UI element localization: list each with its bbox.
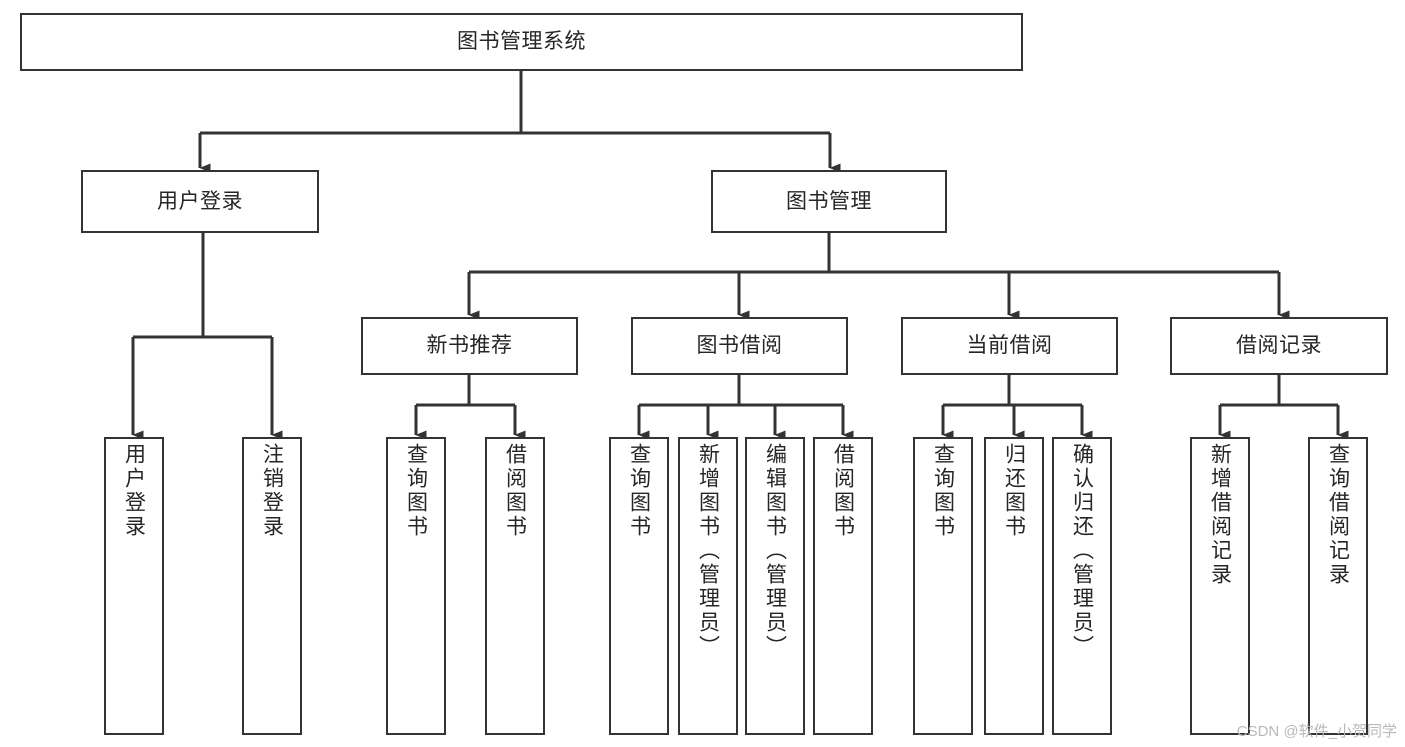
root-node-label-0: 图书管理系统 — [457, 30, 586, 54]
level3-node-box-0[interactable]: 新书推荐 — [361, 317, 578, 375]
leaf-node-box-1[interactable]: 注销登录 — [242, 437, 302, 735]
leaf-node-label-4: 查询图书 — [627, 443, 651, 539]
leaf-node-label-10: 确认归还（管理员） — [1070, 443, 1094, 659]
leaf-node-label-1: 注销登录 — [260, 443, 284, 539]
leaf-node-label-3: 借阅图书 — [503, 443, 527, 539]
level3-node-box-2[interactable]: 当前借阅 — [901, 317, 1118, 375]
level3-node-label-0: 新书推荐 — [426, 334, 513, 358]
watermark-text: CSDN @软件_小贺同学 — [1236, 723, 1397, 740]
leaf-node-box-8[interactable]: 查询图书 — [913, 437, 973, 735]
leaf-node-label-2: 查询图书 — [404, 443, 428, 539]
leaf-node-label-9: 归还图书 — [1002, 443, 1026, 539]
level2-node-label-0: 用户登录 — [157, 189, 243, 213]
leaf-node-box-7[interactable]: 借阅图书 — [813, 437, 873, 735]
leaf-node-box-5[interactable]: 新增图书（管理员） — [678, 437, 738, 735]
level2-node-box-0[interactable]: 用户登录 — [81, 170, 319, 233]
leaf-node-box-9[interactable]: 归还图书 — [984, 437, 1044, 735]
leaf-node-label-6: 编辑图书（管理员） — [763, 443, 787, 659]
level3-node-label-2: 当前借阅 — [966, 334, 1053, 358]
leaf-node-label-7: 借阅图书 — [831, 443, 855, 539]
level3-node-box-1[interactable]: 图书借阅 — [631, 317, 848, 375]
leaf-node-label-5: 新增图书（管理员） — [696, 443, 720, 659]
leaf-node-label-8: 查询图书 — [931, 443, 955, 539]
leaf-node-box-12[interactable]: 查询借阅记录 — [1308, 437, 1368, 735]
leaf-node-label-0: 用户登录 — [122, 443, 146, 539]
level2-node-label-1: 图书管理 — [786, 189, 872, 213]
leaf-node-box-10[interactable]: 确认归还（管理员） — [1052, 437, 1112, 735]
leaf-node-box-0[interactable]: 用户登录 — [104, 437, 164, 735]
leaf-node-box-4[interactable]: 查询图书 — [609, 437, 669, 735]
leaf-node-label-11: 新增借阅记录 — [1208, 443, 1232, 587]
level3-node-label-1: 图书借阅 — [696, 334, 783, 358]
leaf-node-box-3[interactable]: 借阅图书 — [485, 437, 545, 735]
leaf-node-box-2[interactable]: 查询图书 — [386, 437, 446, 735]
level3-node-label-3: 借阅记录 — [1236, 334, 1322, 358]
leaf-node-box-6[interactable]: 编辑图书（管理员） — [745, 437, 805, 735]
leaf-node-label-12: 查询借阅记录 — [1326, 443, 1350, 587]
level2-node-box-1[interactable]: 图书管理 — [711, 170, 947, 233]
leaf-node-box-11[interactable]: 新增借阅记录 — [1190, 437, 1250, 735]
level3-node-box-3[interactable]: 借阅记录 — [1170, 317, 1388, 375]
root-node-box-0[interactable]: 图书管理系统 — [20, 13, 1023, 71]
